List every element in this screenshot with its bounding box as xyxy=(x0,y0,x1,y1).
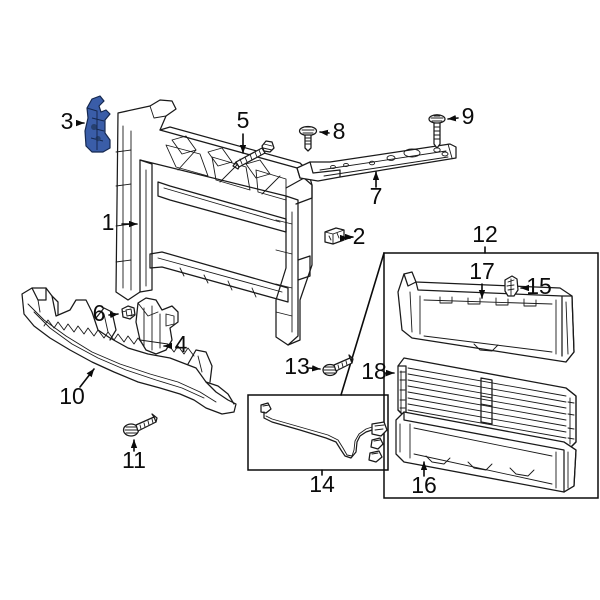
callout-label-1[interactable]: 1 xyxy=(102,209,115,235)
callout-text-17: 17 xyxy=(469,258,495,284)
part-upper-tie-bar xyxy=(296,143,457,182)
callout-label-2[interactable]: 2 xyxy=(353,223,366,249)
callout-label-12[interactable]: 12 xyxy=(472,221,498,247)
callout-label-16[interactable]: 16 xyxy=(411,472,437,498)
part-highlighted-bracket xyxy=(84,95,111,153)
fastener-bolt-9 xyxy=(428,114,446,149)
callout-text-2: 2 xyxy=(353,223,366,249)
callout-text-8: 8 xyxy=(333,118,346,144)
callout-text-3: 3 xyxy=(61,108,74,134)
callout-text-12: 12 xyxy=(472,221,498,247)
part-wire-harness xyxy=(260,402,388,463)
fastener-nut-6 xyxy=(121,305,136,320)
fastener-clip-2 xyxy=(324,227,345,245)
callout-label-6[interactable]: 6 xyxy=(93,300,106,326)
callout-text-16: 16 xyxy=(411,472,437,498)
fastener-bolt-8 xyxy=(298,125,318,152)
callout-text-10: 10 xyxy=(59,383,85,409)
part-mounting-bracket xyxy=(135,297,179,355)
callout-text-11: 11 xyxy=(122,447,146,473)
callout-text-14: 14 xyxy=(309,471,335,497)
callout-label-7[interactable]: 7 xyxy=(370,183,383,209)
callout-text-7: 7 xyxy=(370,183,383,209)
callout-text-18: 18 xyxy=(361,358,387,384)
callout-text-6: 6 xyxy=(93,300,106,326)
callout-text-5: 5 xyxy=(237,107,250,133)
callout-label-4[interactable]: 4 xyxy=(175,331,188,357)
callout-text-4: 4 xyxy=(175,331,188,357)
callout-text-13: 13 xyxy=(284,353,310,379)
callout-label-3[interactable]: 3 xyxy=(61,108,74,134)
callout-label-18[interactable]: 18 xyxy=(361,358,387,384)
part-upper-shutter-frame xyxy=(397,271,575,363)
callout-label-14[interactable]: 14 xyxy=(309,471,335,497)
callout-label-11[interactable]: 11 xyxy=(122,447,146,473)
callout-label-9[interactable]: 9 xyxy=(462,103,475,129)
callout-text-9: 9 xyxy=(462,103,475,129)
callout-text-1: 1 xyxy=(102,209,115,235)
callout-label-15[interactable]: 15 xyxy=(526,273,552,299)
callout-label-5[interactable]: 5 xyxy=(237,107,250,133)
part-shutter-vane-module xyxy=(397,357,577,451)
callout-label-13[interactable]: 13 xyxy=(284,353,310,379)
fastener-screw-11 xyxy=(122,413,158,437)
callout-label-17[interactable]: 17 xyxy=(469,258,495,284)
fastener-screw-5 xyxy=(232,140,275,170)
callout-label-10[interactable]: 10 xyxy=(59,383,85,409)
part-radiator-support xyxy=(115,99,313,346)
fastener-clip-15 xyxy=(504,275,519,297)
callout-text-15: 15 xyxy=(526,273,552,299)
part-lower-shutter-frame xyxy=(395,411,577,493)
fastener-bolt-13 xyxy=(322,354,354,377)
group-box-14 xyxy=(247,394,389,471)
callout-label-8[interactable]: 8 xyxy=(333,118,346,144)
group-box-12 xyxy=(340,252,599,499)
